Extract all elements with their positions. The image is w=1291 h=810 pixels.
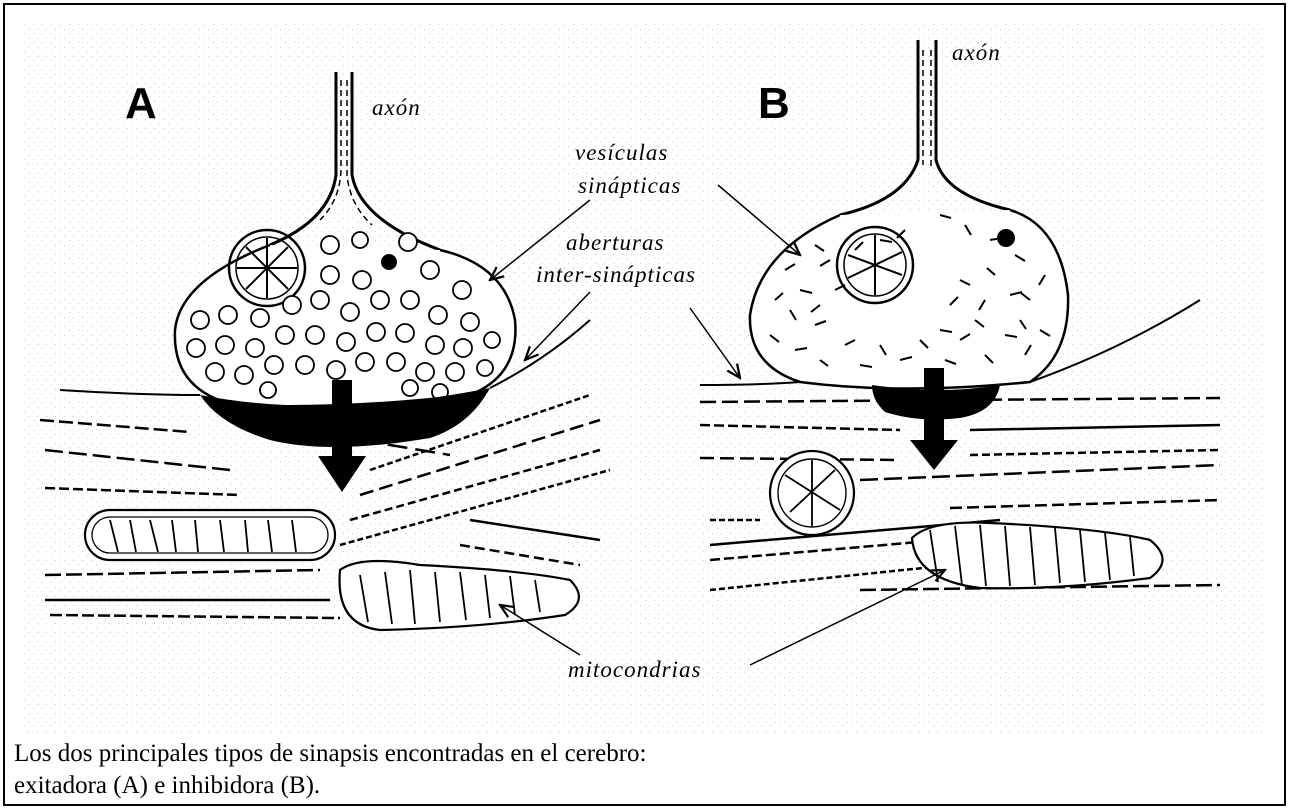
label-axon-a: axón [372, 95, 421, 120]
svg-text:inter-sinápticas: inter-sinápticas [536, 262, 696, 287]
panel-b-letter: B [758, 79, 790, 128]
svg-text:sinápticas: sinápticas [578, 173, 681, 198]
panel-b-dense-core-vesicle [997, 229, 1015, 247]
figure-caption-line-2: exitadora (A) e inhibidora (B). [14, 771, 320, 801]
figure-caption-line-1: Los dos principales tipos de sinapsis en… [14, 739, 646, 769]
label-axon-b: axón [952, 40, 1001, 65]
panel-a-letter: A [125, 79, 157, 128]
svg-text:aberturas: aberturas [566, 230, 664, 255]
svg-text:axón: axón [372, 95, 421, 120]
svg-text:vesículas: vesículas [575, 140, 668, 165]
synapse-illustration: A [0, 0, 1291, 740]
panel-a-dense-core-vesicle [381, 254, 397, 270]
svg-text:mitocondrias: mitocondrias [568, 657, 701, 682]
svg-text:axón: axón [952, 40, 1001, 65]
panel-a-terminal-mitochondrion [229, 230, 305, 306]
